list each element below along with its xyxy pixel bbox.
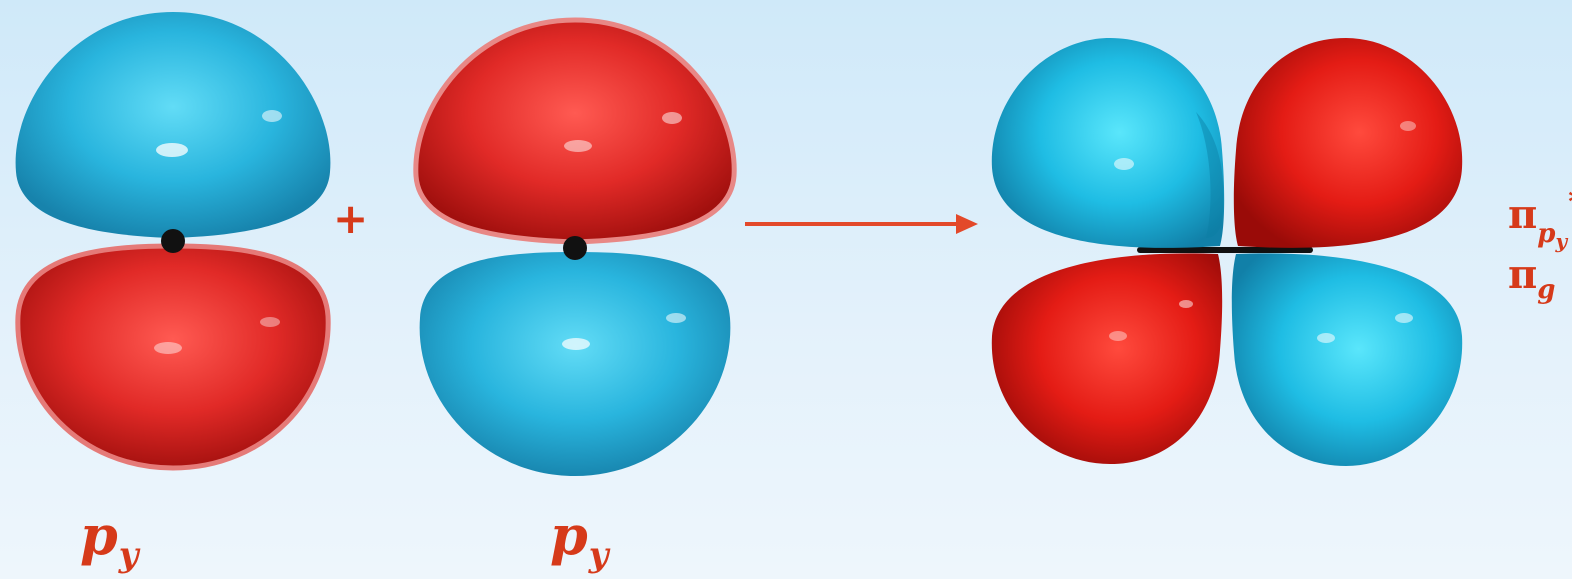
left-lower-lobe bbox=[18, 246, 328, 468]
left-upper-lobe bbox=[16, 12, 331, 238]
highlight bbox=[1179, 300, 1193, 308]
highlight bbox=[154, 342, 182, 354]
pi-g-subscript: g bbox=[1537, 275, 1555, 305]
highlight bbox=[260, 317, 280, 327]
orbital-letter: p bbox=[80, 503, 118, 567]
highlight bbox=[262, 110, 282, 122]
highlight bbox=[564, 140, 592, 152]
pi-star-subscript-letter: p bbox=[1537, 219, 1555, 249]
highlight bbox=[562, 338, 590, 350]
lower-left-lobe bbox=[992, 253, 1222, 464]
highlight bbox=[1114, 158, 1134, 170]
pi-g-label: πg bbox=[1508, 255, 1555, 295]
pi-star-superscript: * bbox=[1568, 185, 1572, 220]
pi-symbol: π bbox=[1508, 251, 1537, 298]
upper-right-lobe bbox=[1234, 38, 1462, 248]
highlight bbox=[1109, 331, 1127, 341]
left-py-orbital bbox=[16, 12, 331, 468]
nucleus-dot bbox=[563, 236, 587, 260]
plus-sign: + bbox=[333, 198, 368, 240]
reaction-arrow bbox=[745, 214, 978, 234]
pi-star-label: πpy* bbox=[1508, 195, 1572, 235]
highlight bbox=[1395, 313, 1413, 323]
highlight bbox=[1400, 121, 1416, 131]
lower-right-lobe bbox=[1232, 253, 1462, 466]
highlight bbox=[666, 313, 686, 323]
nucleus-dot bbox=[161, 229, 185, 253]
highlight bbox=[662, 112, 682, 124]
right-orbital-label: py bbox=[550, 508, 608, 562]
upper-left-lobe bbox=[992, 38, 1224, 248]
right-lower-lobe bbox=[420, 252, 731, 476]
highlight bbox=[156, 143, 188, 157]
highlight bbox=[1317, 333, 1335, 343]
pi-star-orbital bbox=[992, 38, 1462, 466]
orbital-letter: p bbox=[550, 503, 588, 567]
pi-star-subscript-index: y bbox=[1555, 229, 1567, 253]
orbital-subscript: y bbox=[119, 535, 139, 575]
orbital-subscript: y bbox=[589, 535, 609, 575]
pi-symbol: π bbox=[1508, 191, 1537, 238]
right-py-orbital bbox=[416, 20, 734, 476]
left-orbital-label: py bbox=[80, 508, 138, 562]
right-upper-lobe bbox=[416, 20, 734, 242]
